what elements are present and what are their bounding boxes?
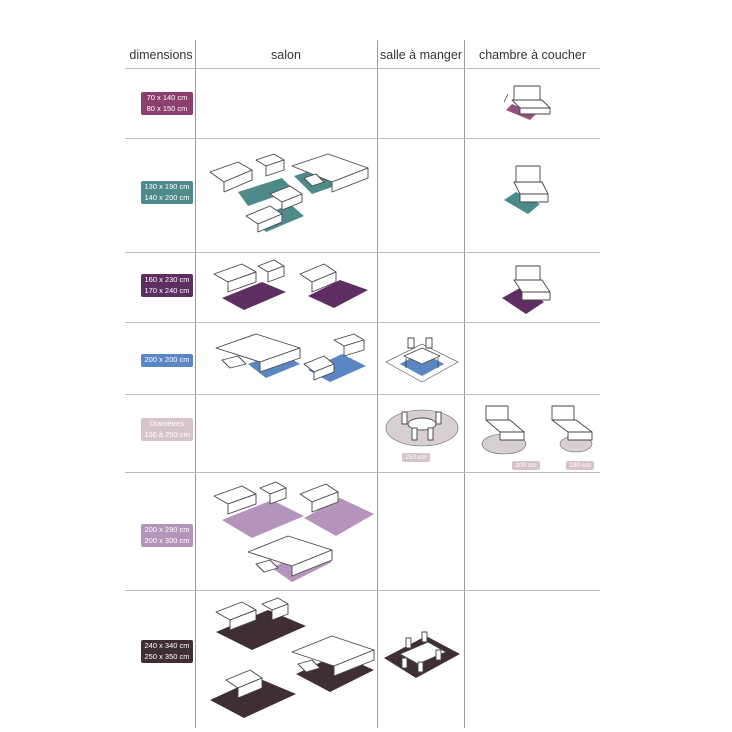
dimension-text: 250 x 350 cm: [144, 651, 190, 661]
dimension-badge-row-1: 70 x 140 cm 80 x 150 cm: [141, 92, 193, 115]
bedroom-round-rug-illustration-1: [481, 405, 527, 455]
dimension-text: 140 x 200 cm: [144, 192, 190, 202]
dimension-text: 70 x 140 cm: [146, 93, 188, 102]
dimension-text: 80 x 150 cm: [146, 103, 188, 113]
row-divider-5: [125, 472, 600, 473]
header-salon: salon: [271, 48, 301, 62]
dimension-badge-row-2: 130 x 190 cm 140 x 200 cm: [141, 181, 193, 204]
caption-salle-round: 250 cm: [402, 453, 430, 462]
dining-table-illustration-row-4: [385, 337, 459, 383]
column-divider-3: [464, 40, 465, 728]
column-divider-2: [377, 40, 378, 728]
header-dimensions: dimensions: [129, 48, 193, 62]
dining-round-rug-illustration-row-5: [385, 409, 459, 447]
row-divider-header: [125, 68, 600, 69]
bedroom-bed-illustration-row-3: [502, 265, 551, 314]
dimension-badge-row-6: 200 x 290 cm 200 x 300 cm: [141, 524, 193, 547]
dimension-text: Diamètres: [149, 419, 185, 428]
dimension-text: 200 x 300 cm: [144, 535, 190, 545]
bedroom-round-rug-illustration-2: [551, 405, 593, 453]
header-salle-a-manger: salle à manger: [380, 48, 462, 62]
dimension-text: 100 à 250 cm: [144, 429, 190, 439]
dimension-text: 160 x 230 cm: [144, 275, 190, 284]
dimension-badge-row-5: Diamètres 100 à 250 cm: [141, 418, 193, 441]
dimension-text: 170 x 240 cm: [144, 285, 190, 295]
living-room-illustration-row-7: [210, 597, 375, 718]
dimension-badge-row-4: 200 x 200 cm: [141, 354, 193, 367]
dimension-text: 200 x 200 cm: [144, 355, 190, 364]
living-room-illustration-row-2: [209, 153, 369, 233]
living-room-illustration-row-6: [213, 481, 374, 582]
caption-bed-round-2: 180 cm: [566, 461, 594, 470]
dimension-badge-row-7: 240 x 340 cm 250 x 350 cm: [141, 640, 193, 663]
dimension-text: 200 x 290 cm: [144, 525, 190, 534]
row-divider-3: [125, 322, 600, 323]
dining-table-illustration-row-7: [384, 631, 460, 678]
header-chambre-a-coucher: chambre à coucher: [478, 48, 586, 62]
dimension-text: 130 x 190 cm: [144, 182, 190, 191]
row-divider-2: [125, 252, 600, 253]
dimension-text: 240 x 340 cm: [144, 641, 190, 650]
caption-bed-round-1: 200 cm: [512, 461, 540, 470]
row-divider-4: [125, 394, 600, 395]
row-divider-1: [125, 138, 600, 139]
living-room-illustration-row-4: [215, 333, 366, 382]
row-divider-6: [125, 590, 600, 591]
living-room-illustration-row-3: [213, 259, 368, 310]
bedroom-bed-illustration-row-2: [504, 165, 549, 214]
dimension-badge-row-3: 160 x 230 cm 170 x 240 cm: [141, 274, 193, 297]
bedroom-bed-illustration-row-1: [503, 85, 551, 120]
column-divider-1: [195, 40, 196, 728]
